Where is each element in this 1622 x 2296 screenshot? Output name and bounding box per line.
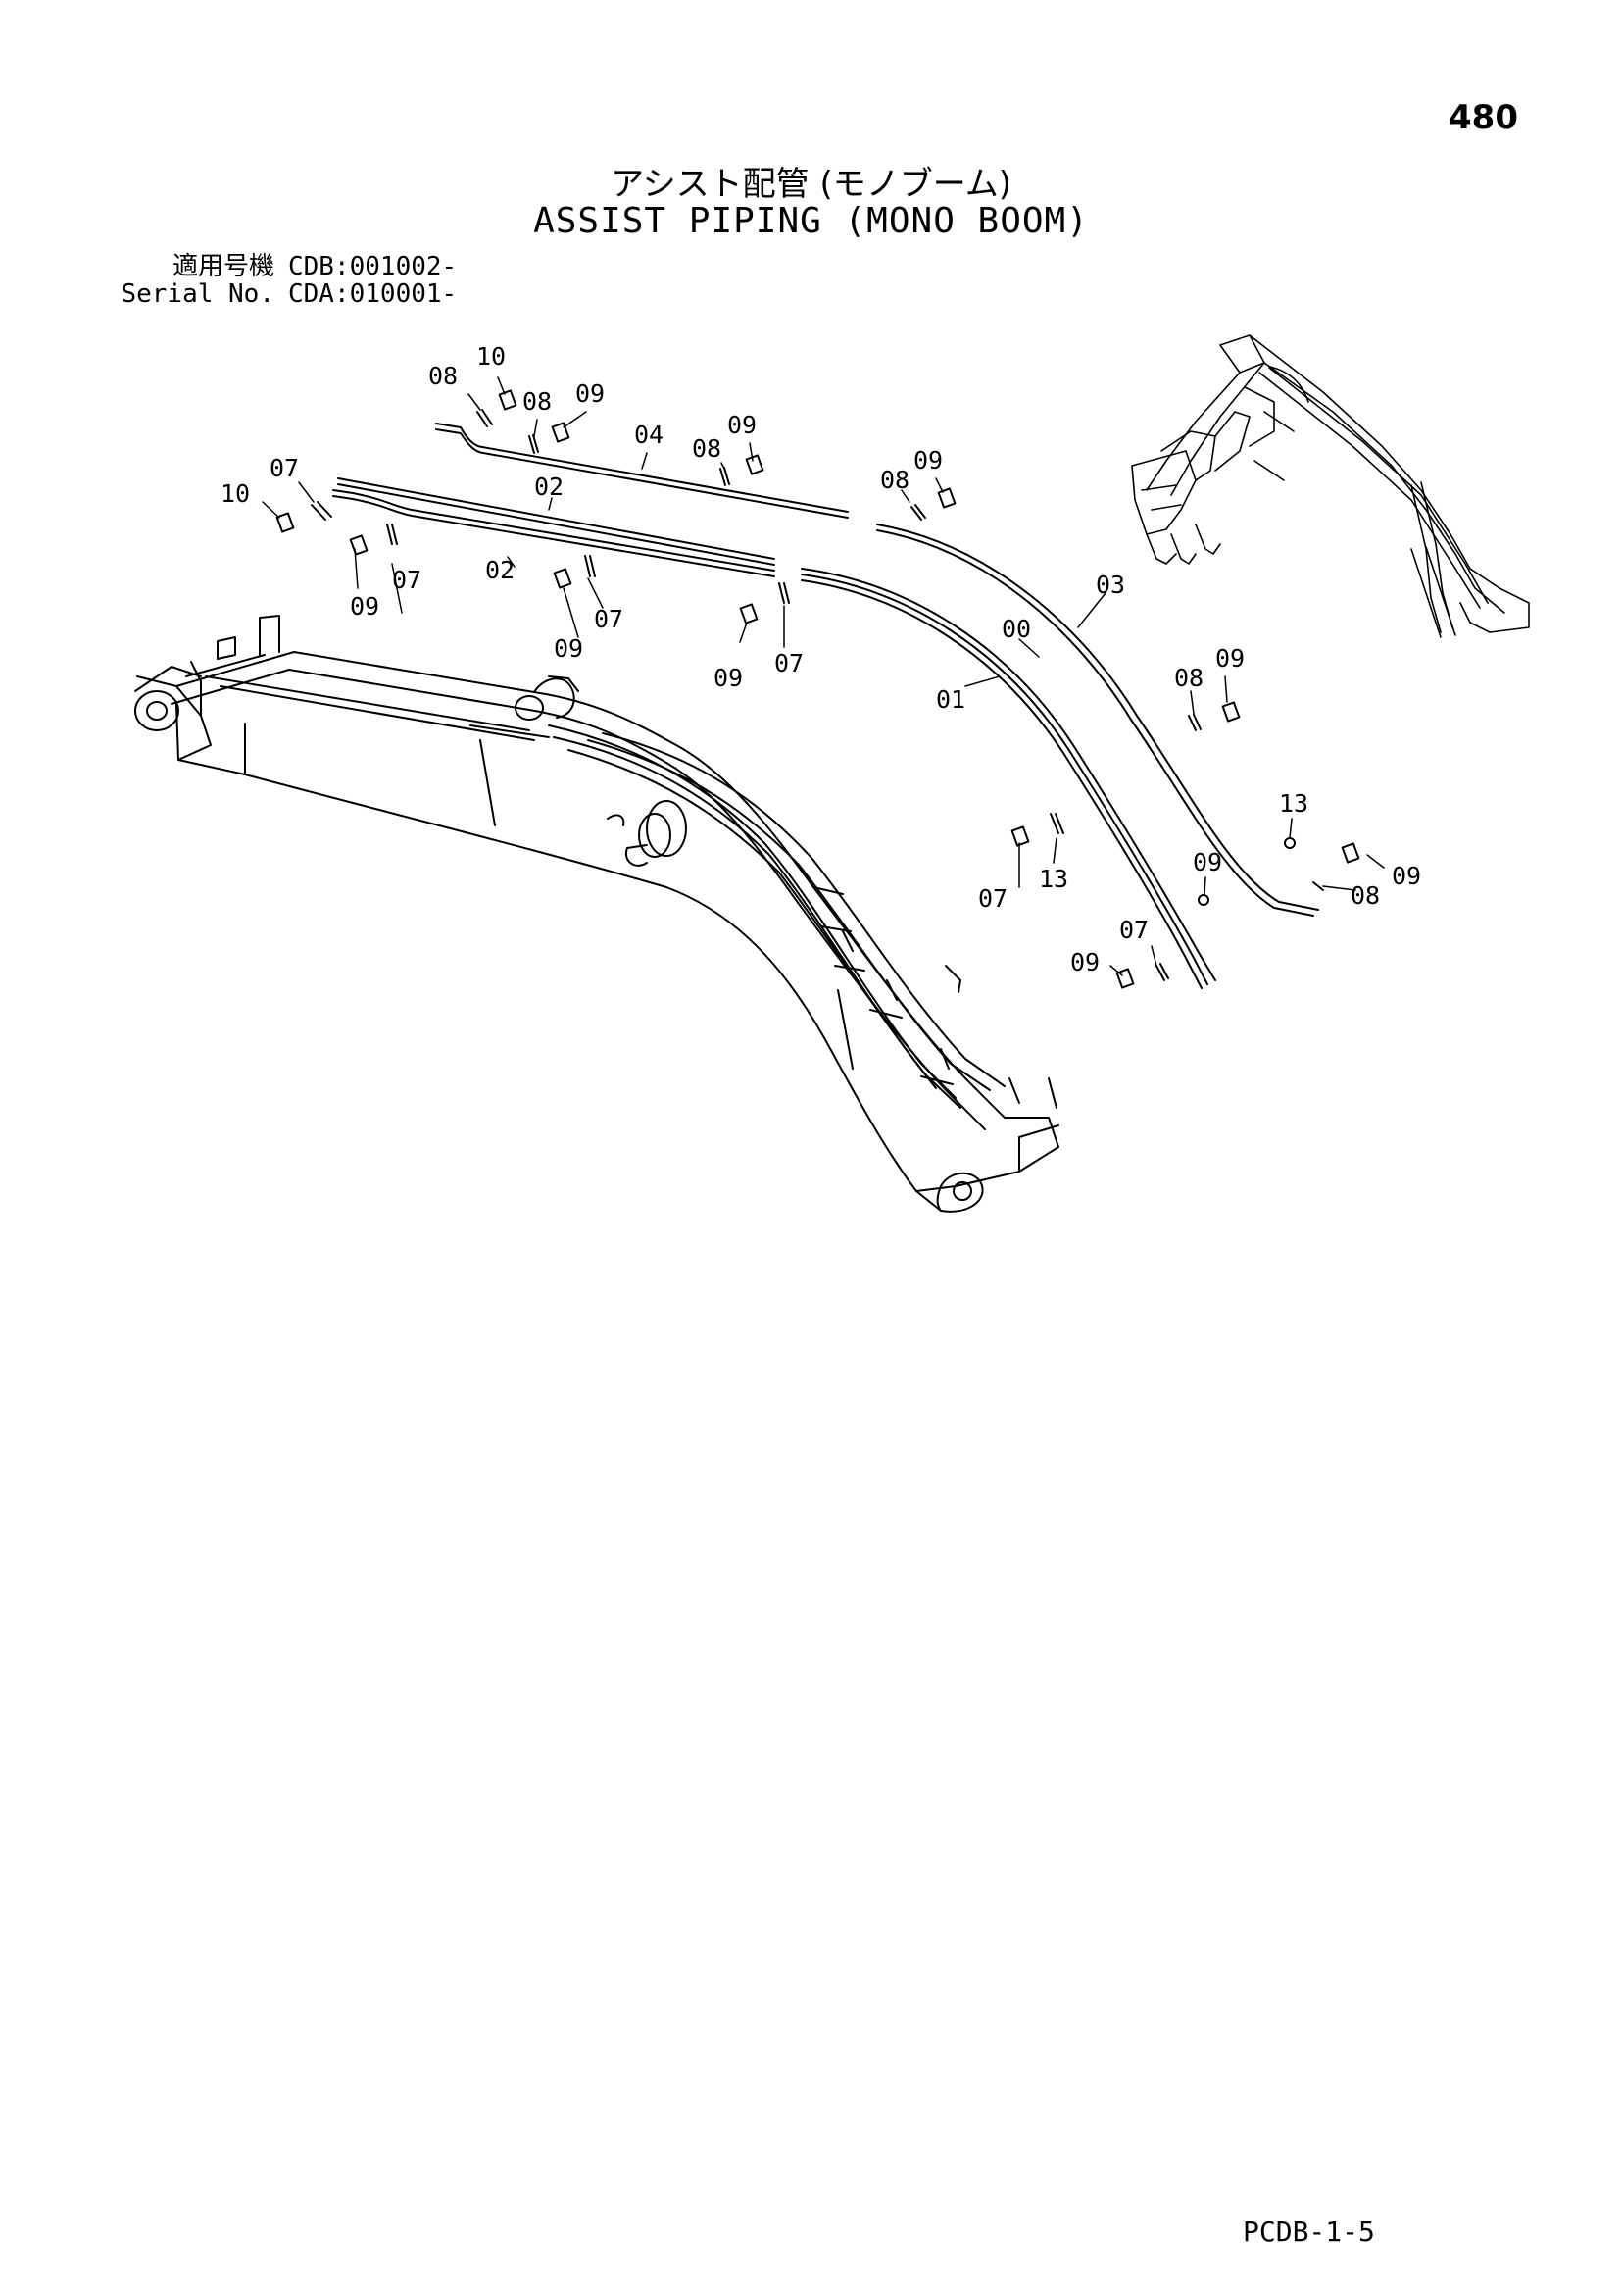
callout-label: 07 xyxy=(1119,916,1149,944)
callout-label: 09 xyxy=(1215,644,1245,673)
callout-labels: 08 10 08 09 04 08 09 07 10 02 02 09 07 0… xyxy=(221,342,1421,976)
serial-label-japanese: 適用号機 xyxy=(172,252,274,281)
callout-label: 08 xyxy=(1351,881,1380,910)
callout-label: 02 xyxy=(485,556,515,584)
callout-label: 00 xyxy=(1002,615,1031,643)
callout-label: 13 xyxy=(1039,865,1068,893)
callout-label: 01 xyxy=(936,685,965,714)
callout-label: 09 xyxy=(913,446,943,474)
callout-label: 09 xyxy=(575,379,605,408)
callout-label: 09 xyxy=(1070,948,1100,976)
callout-label: 10 xyxy=(476,342,506,371)
callout-label: 08 xyxy=(1174,664,1204,692)
page-title: ASSIST PIPING (MONO BOOM) xyxy=(533,201,1089,241)
serial-value-japanese: CDB:001002- xyxy=(288,252,458,281)
callout-label: 08 xyxy=(880,466,909,494)
pipe-02-lower xyxy=(332,489,775,577)
callout-label: 02 xyxy=(534,473,564,501)
callout-label: 09 xyxy=(1193,848,1222,876)
callout-label: 07 xyxy=(270,454,299,482)
callout-label: 09 xyxy=(727,411,757,439)
serial-number-block: 適用号機 CDB:001002- Serial No. CDA:010001- xyxy=(116,253,457,308)
callout-label: 09 xyxy=(713,664,743,692)
callout-label: 04 xyxy=(634,421,664,449)
callout-label: 09 xyxy=(350,592,379,621)
pipe-03 xyxy=(876,524,1319,917)
pipe-00-01 xyxy=(801,568,1216,989)
serial-value: CDA:010001- xyxy=(288,279,458,309)
callout-label: 08 xyxy=(522,387,552,416)
leader-lines xyxy=(262,376,1385,976)
callout-label: 10 xyxy=(221,479,250,508)
callout-label: 08 xyxy=(692,434,721,463)
pipe-02-upper xyxy=(337,477,775,566)
callout-label: 13 xyxy=(1279,789,1308,818)
callout-label: 03 xyxy=(1096,571,1125,599)
pipe-04 xyxy=(435,423,849,519)
callout-label: 07 xyxy=(392,566,421,594)
boom-illustration xyxy=(134,615,1059,1213)
excavator-inset-illustration xyxy=(1131,334,1530,638)
page-number: 480 xyxy=(1449,98,1518,137)
page-title-japanese: アシスト配管 (モノブーム) xyxy=(611,165,1011,204)
clamps-and-bolts xyxy=(275,389,1360,989)
callout-label: 09 xyxy=(554,634,583,663)
callout-label: 08 xyxy=(428,362,458,390)
callout-label: 07 xyxy=(978,884,1008,913)
callout-label: 07 xyxy=(774,649,804,677)
callout-label: 09 xyxy=(1392,862,1421,890)
drawing-code: PCDB-1-5 xyxy=(1243,2216,1375,2248)
callout-label: 07 xyxy=(594,605,623,633)
serial-label: Serial No. xyxy=(121,279,274,309)
